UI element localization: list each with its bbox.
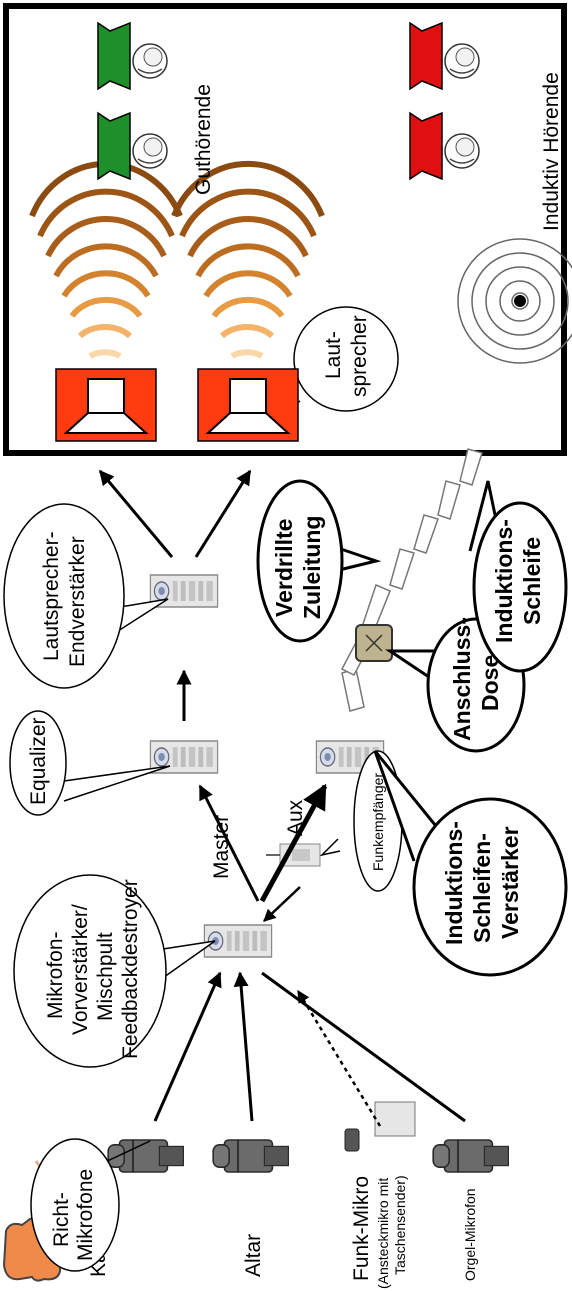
label-induktiv-hoerende: Induktiv Hörende [540,72,563,231]
callout-equalizer-text: Equalizer [27,717,50,805]
label-guthoerende: Guthörende [192,84,215,195]
label-altar: Altar [242,1234,265,1277]
callout-mischpult: Mikrofon- Vorverstärker/ Mischpult Feedb… [13,874,216,1068]
label-funk-mikro-sub: (Ansteckmikro mit [375,1178,391,1289]
callout-endverstaerker-line2: Endverstärker [66,536,89,667]
label-master: Master [210,815,233,879]
callout-dose-line1: Anschluss- [449,617,475,741]
loudspeaker-1 [55,368,157,442]
callout-richt-line2: Mikrofone [74,1169,97,1261]
label-aux: Aux [284,799,307,836]
microphone-altar [212,1139,290,1173]
callout-equalizer: Equalizer [9,710,171,816]
microphone-funk [344,1101,416,1152]
callout-mischpult-line1: Mikrofon- [44,931,67,1019]
callout-richt-mikrofone: Richt- Mikrofone [30,1138,151,1272]
callout-verdrillte-zuleitung: Verdrillte Zuleitung [256,479,382,643]
callout-endverstaerker-line1: Lautsprecher- [40,531,63,661]
callout-dose-line2: Dose [477,655,503,711]
callout-lautsprecher-line2: sprecher [348,315,371,397]
microphone-orgel [432,1139,510,1173]
callout-isv-line2: Schleifen- [469,833,495,943]
callout-mischpult-line4: Feedbackdestroyer [119,879,142,1059]
callout-endverstaerker: Lautsprecher- Endverstärker [3,503,169,689]
callout-schleife-line1: Induktions- [491,519,517,643]
callout-isv-line3: Verstärker [497,826,523,939]
callout-mischpult-line3: Mischpult [94,932,117,1021]
callout-isv: Induktions- Schleifen- Verstärker [373,750,568,977]
callout-zuleitung-line2: Zuleitung [299,516,325,619]
callout-funkempfaenger-text: Funkempfänger [370,773,386,871]
callout-schleife-line2: Schleife [519,537,545,625]
anschluss-dose [355,624,393,662]
label-funk-mikro-sub2: Taschensender) [392,1175,408,1275]
callout-zuleitung-line1: Verdrillte [271,519,297,617]
label-funk-mikro: Funk-Mikro [350,1176,373,1281]
loudspeaker-2 [197,368,299,442]
induction-field-icon [457,238,572,364]
callout-isv-line1: Induktions- [441,821,467,945]
signal-lines [98,469,466,1123]
speaker-waves-2 [171,160,325,359]
callout-induktionsschleife: Induktions- Schleife [468,480,568,673]
label-orgel: Orgel-Mikrofon [462,1188,478,1281]
callout-richt-line1: Richt- [50,1192,73,1247]
callout-lautsprecher-line1: Laut- [322,331,345,379]
wireless-link [296,989,382,1127]
callout-mischpult-line2: Vorverstärker/ [69,904,92,1035]
